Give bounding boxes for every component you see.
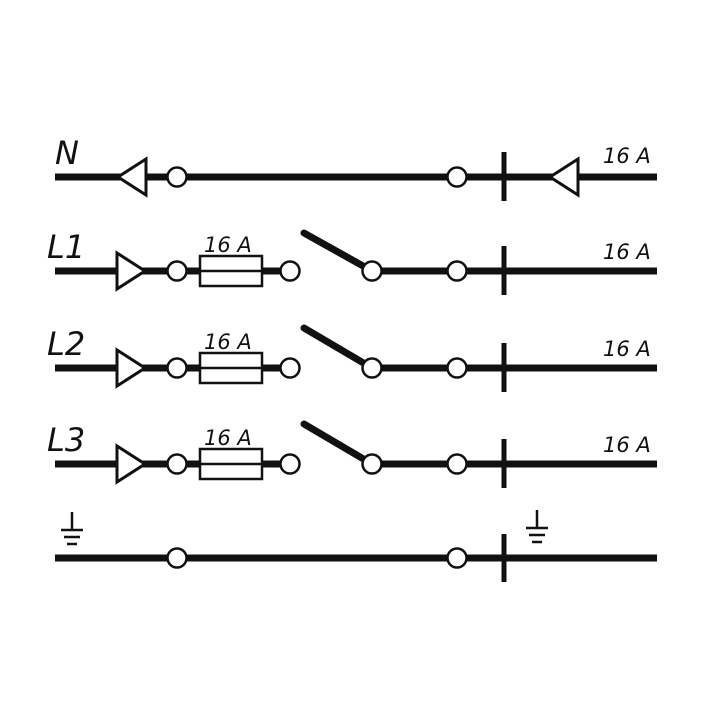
line-rating-n: 16 A — [603, 144, 651, 168]
line-rating-l1: 16 A — [603, 240, 651, 264]
fuse-rating-l1: 16 A — [204, 233, 252, 257]
line-rating-l3: 16 A — [603, 433, 651, 457]
switch-blade-icon — [300, 229, 376, 275]
phase-line-l3: L3 16 A 16 A — [47, 420, 657, 488]
terminal-node — [279, 357, 301, 379]
terminal-node — [279, 260, 301, 282]
fuse-rating-l3: 16 A — [204, 426, 252, 450]
terminal-node — [361, 453, 383, 475]
switch-blade-icon — [300, 420, 376, 468]
terminal-node — [166, 453, 188, 475]
switch-blade-icon — [300, 324, 376, 372]
terminal-node — [361, 260, 383, 282]
terminal-node — [446, 260, 468, 282]
terminal-node — [166, 260, 188, 282]
line-label-n: N — [55, 134, 79, 172]
earth-ground-icon — [61, 512, 83, 546]
line-rating-l2: 16 A — [603, 337, 651, 361]
phase-line-l2: L2 16 A 16 A — [47, 324, 657, 392]
line-label-l1: L1 — [47, 228, 85, 266]
triangle-arrow-icon — [115, 250, 148, 292]
line-label-l2: L2 — [47, 325, 85, 363]
terminal-node — [446, 166, 468, 188]
triangle-arrow-icon — [115, 443, 148, 485]
terminal-node — [279, 453, 301, 475]
neutral-line: N 16 A — [55, 134, 657, 201]
terminal-node — [446, 547, 468, 569]
terminal-node — [361, 357, 383, 379]
triangle-arrow-icon — [115, 347, 148, 389]
terminal-node — [166, 166, 188, 188]
terminal-node — [446, 357, 468, 379]
terminal-node — [446, 453, 468, 475]
terminal-node — [166, 357, 188, 379]
line-label-l3: L3 — [47, 421, 85, 459]
fuse-rating-l2: 16 A — [204, 330, 252, 354]
earth-line — [55, 510, 657, 582]
terminal-node — [166, 547, 188, 569]
phase-line-l1: L1 16 A 16 A — [47, 228, 657, 295]
triangle-arrow-icon — [547, 156, 580, 198]
triangle-arrow-icon — [115, 156, 148, 198]
earth-ground-icon — [526, 510, 548, 544]
